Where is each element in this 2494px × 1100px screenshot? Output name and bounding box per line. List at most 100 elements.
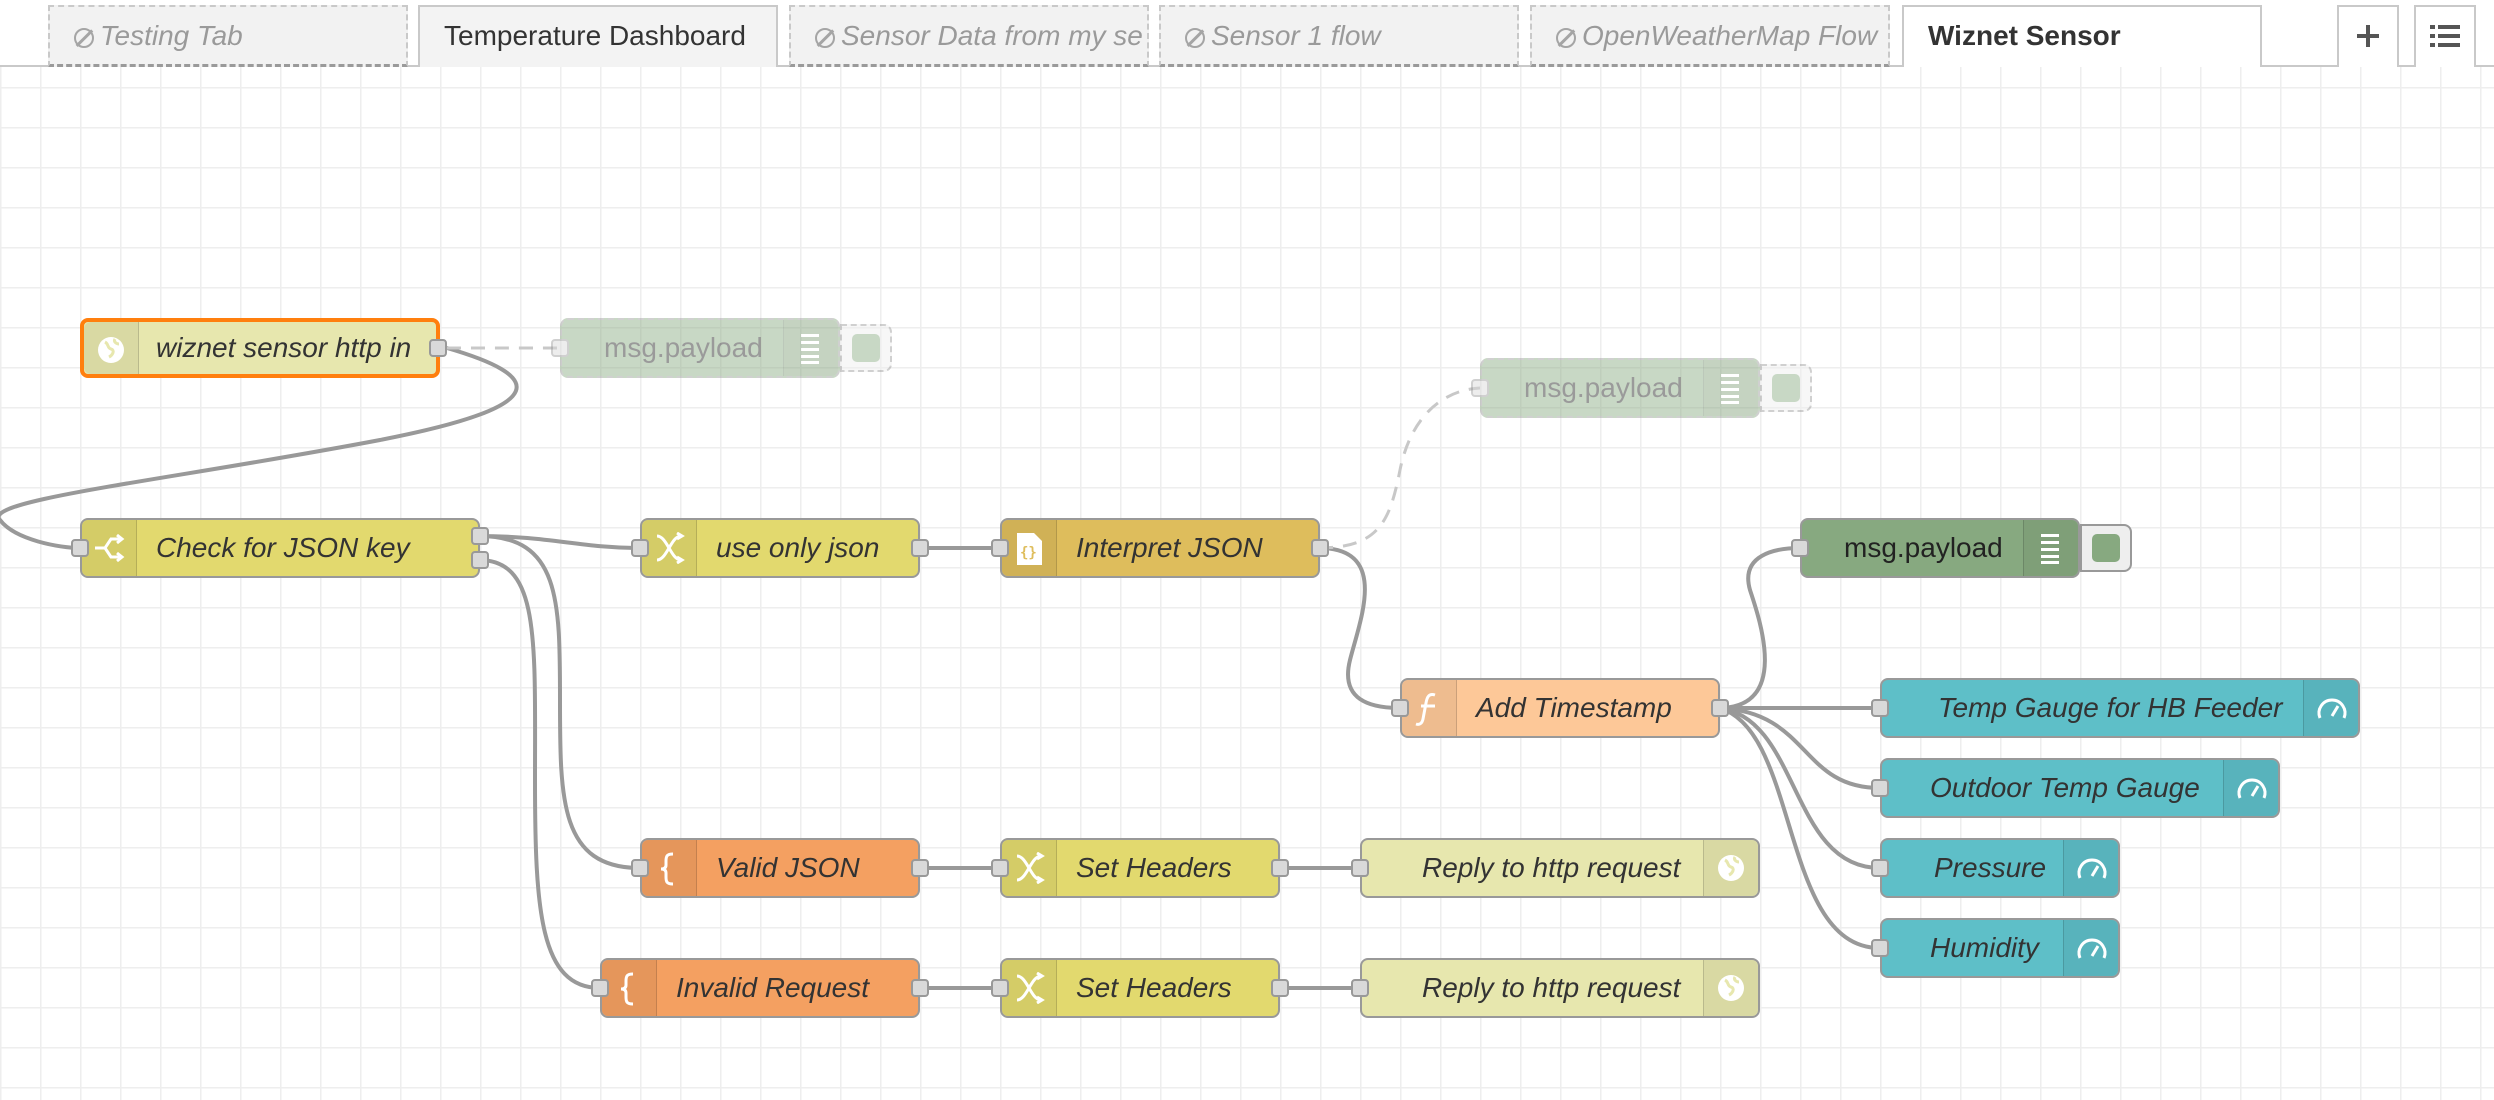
change-node[interactable]: Set Headers [991,958,1289,1018]
add-tab-button[interactable] [2337,5,2399,67]
gauge-node[interactable]: Temp Gauge for HB Feeder [1871,678,2360,738]
input-port[interactable] [1351,979,1369,997]
input-port[interactable] [631,859,649,877]
node-label: wiznet sensor http in [156,332,412,363]
output-port[interactable] [1311,539,1329,557]
template-node[interactable]: Invalid Request [591,958,929,1018]
tab-temperature-dashboard[interactable]: Temperature Dashboard [418,5,778,67]
node-label: msg.payload [1524,372,1683,403]
input-port[interactable] [1471,379,1489,397]
globe-icon [1703,960,1758,1016]
node-label: msg.payload [1844,532,2003,563]
output-port[interactable] [911,539,929,557]
node-label: Humidity [1930,932,2039,963]
output-port-2[interactable] [471,551,489,569]
input-port[interactable] [1391,699,1409,717]
debug-toggle-button[interactable] [2080,524,2132,572]
input-port[interactable] [991,979,1009,997]
change-node[interactable]: Set Headers [991,838,1289,898]
input-port[interactable] [1791,539,1809,557]
debug-node-disabled[interactable]: msg.payload [551,318,840,378]
tab-label: Sensor 1 flow [1211,20,1381,51]
tab-openweathermap[interactable]: OpenWeatherMap Flow [1530,5,1890,67]
http-response-node[interactable]: Reply to http request [1351,958,1760,1018]
json-file-icon: {} [1002,520,1057,576]
plus-icon [2357,25,2379,47]
wire[interactable] [1717,706,1882,870]
disabled-wire[interactable] [1318,386,1481,550]
input-port[interactable] [1351,859,1369,877]
debug-node-disabled[interactable]: msg.payload [1471,358,1760,418]
debug-toggle-button[interactable] [1760,364,1812,412]
input-port[interactable] [991,539,1009,557]
gauge-node[interactable]: Pressure [1871,838,2120,898]
input-port[interactable] [591,979,609,997]
output-port[interactable] [1711,699,1729,717]
tab-label: Testing Tab [100,20,243,51]
gauge-node[interactable]: Outdoor Temp Gauge [1871,758,2280,818]
input-port[interactable] [1871,779,1889,797]
tab-testing[interactable]: Testing Tab [48,5,408,67]
tab-sensor-1-flow[interactable]: Sensor 1 flow [1159,5,1519,67]
input-port[interactable] [1871,939,1889,957]
input-port[interactable] [631,539,649,557]
node-label: Reply to http request [1422,852,1681,883]
node-label: Interpret JSON [1076,532,1263,563]
gauge-node[interactable]: Humidity [1871,918,2120,978]
output-port[interactable] [429,339,447,357]
wire[interactable] [0,346,519,550]
output-port[interactable] [911,979,929,997]
wire[interactable] [1717,706,1882,950]
function-node[interactable]: Add Timestamp [1391,678,1729,738]
tab-label: Temperature Dashboard [444,20,746,51]
tab-list-button[interactable] [2414,5,2476,67]
node-label: Temp Gauge for HB Feeder [1938,692,2283,723]
node-label: Pressure [1934,852,2047,883]
debug-node[interactable]: msg.payload [1791,518,2080,578]
tab-sensor-data[interactable]: Sensor Data from my se [789,5,1149,67]
node-label: Check for JSON key [156,532,410,563]
input-port[interactable] [71,539,89,557]
switch-node[interactable]: Check for JSON key [71,518,489,578]
wire[interactable] [1717,706,1882,790]
input-port[interactable] [991,859,1009,877]
node-label: Set Headers [1076,852,1232,883]
input-port[interactable] [551,339,569,357]
shuffle-icon [1002,840,1057,896]
brace-icon [602,960,657,1016]
output-port-1[interactable] [471,527,489,545]
disabled-icon [1185,28,1205,48]
output-port[interactable] [911,859,929,877]
switch-icon [82,520,137,576]
change-node[interactable]: use only json [631,518,929,578]
tab-label: Sensor Data from my se [841,20,1143,51]
svg-text:{}: {} [1020,545,1037,561]
gauge-icon [2063,920,2118,976]
list-icon [1703,360,1758,416]
input-port[interactable] [1871,699,1889,717]
wire[interactable] [477,558,602,990]
shuffle-icon [1002,960,1057,1016]
disabled-icon [1556,28,1576,48]
function-icon [1402,680,1457,736]
tab-wiznet-sensor[interactable]: Wiznet Sensor [1902,5,2262,69]
disabled-icon [74,28,94,48]
shuffle-icon [642,520,697,576]
node-label: Invalid Request [676,972,870,1003]
debug-toggle-button[interactable] [840,324,892,372]
output-port[interactable] [1271,859,1289,877]
template-node[interactable]: Valid JSON [631,838,929,898]
output-port[interactable] [1271,979,1289,997]
input-port[interactable] [1871,859,1889,877]
wire[interactable] [1717,546,1802,710]
list-icon [2023,520,2078,576]
http-in-node[interactable]: wiznet sensor http in [80,318,447,378]
node-label: Outdoor Temp Gauge [1930,772,2200,803]
json-node[interactable]: {} Interpret JSON [991,518,1329,578]
list-icon [783,320,838,376]
http-response-node[interactable]: Reply to http request [1351,838,1760,898]
wire[interactable] [1317,546,1402,710]
wire[interactable] [477,534,642,870]
disabled-icon [815,28,835,48]
